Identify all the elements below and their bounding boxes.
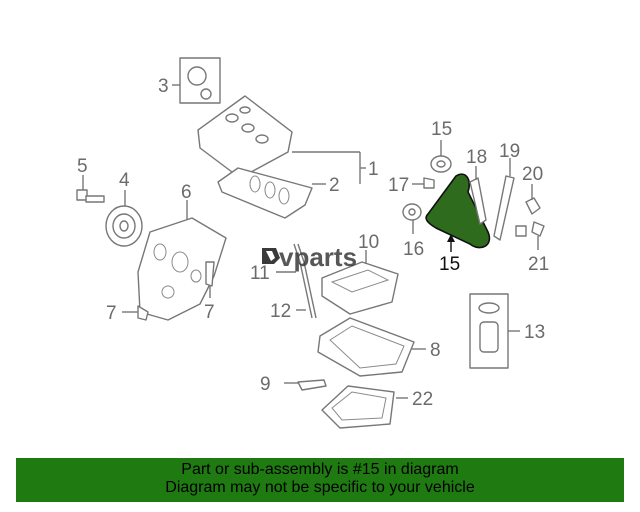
part-10-pickup bbox=[284, 379, 327, 391]
callout-20: 19 bbox=[499, 141, 520, 162]
part-4-pulley bbox=[105, 190, 143, 247]
vparts-watermark: vparts bbox=[262, 242, 357, 272]
part-17-sprocket bbox=[402, 203, 422, 234]
callout-15: 15 bbox=[439, 254, 460, 275]
part-3-oil-cap bbox=[172, 57, 221, 104]
callout-14: 13 bbox=[524, 322, 545, 343]
part-19-guide bbox=[469, 166, 487, 225]
part-22-tensioner-parts bbox=[515, 221, 545, 250]
callout-6: 6 bbox=[181, 182, 192, 203]
part-9-lower-pan bbox=[321, 385, 408, 429]
callout-18: 17 bbox=[388, 175, 409, 196]
callout-2: 2 bbox=[329, 175, 340, 196]
part-8-upper-pan bbox=[317, 317, 426, 377]
callout-13: 12 bbox=[270, 301, 291, 322]
callout-21: 20 bbox=[522, 164, 543, 185]
part-11-baffle bbox=[321, 250, 399, 315]
part-12-13-dipstick bbox=[276, 243, 317, 319]
part-6-timing-cover bbox=[137, 200, 227, 321]
part-15-timing-chain bbox=[425, 173, 491, 252]
part-18-tensioner bbox=[412, 177, 435, 189]
part-1-valve-cover bbox=[197, 95, 366, 184]
callout-3: 3 bbox=[158, 76, 169, 97]
callout-9: 22 bbox=[412, 389, 433, 410]
callout-16: 15 bbox=[431, 119, 452, 140]
banner-line-2: Diagram may not be specific to your vehi… bbox=[165, 479, 475, 496]
callout-8: 8 bbox=[430, 340, 441, 361]
callout-19: 18 bbox=[466, 147, 487, 168]
part-20-guide bbox=[493, 158, 515, 241]
callout-7b: 7 bbox=[204, 302, 215, 323]
callout-5: 5 bbox=[77, 156, 88, 177]
part-21-bracket bbox=[525, 184, 541, 215]
part-5-bolt bbox=[76, 175, 105, 203]
callout-4: 4 bbox=[119, 170, 130, 191]
callout-11: 10 bbox=[358, 232, 379, 253]
callout-1: 1 bbox=[368, 159, 379, 180]
watermark-text: vparts bbox=[279, 242, 357, 272]
parts-diagram: 3 1 2 5 4 6 7 7 10 11 12 8 9 22 13 15 17… bbox=[76, 57, 549, 429]
callout-10: 9 bbox=[260, 374, 271, 395]
callout-7a: 7 bbox=[106, 303, 117, 324]
part-7-seals bbox=[122, 261, 215, 321]
banner-line-1: Part or sub-assembly is #15 in diagram bbox=[181, 461, 459, 478]
part-2-gasket bbox=[217, 167, 326, 219]
callout-22: 21 bbox=[528, 254, 549, 275]
callout-12: 11 bbox=[250, 263, 270, 284]
part-16-sprocket bbox=[430, 140, 452, 173]
part-14-oil-filter bbox=[469, 293, 520, 369]
callout-17: 16 bbox=[403, 239, 424, 260]
info-banner: Part or sub-assembly is #15 in diagram D… bbox=[16, 458, 624, 502]
